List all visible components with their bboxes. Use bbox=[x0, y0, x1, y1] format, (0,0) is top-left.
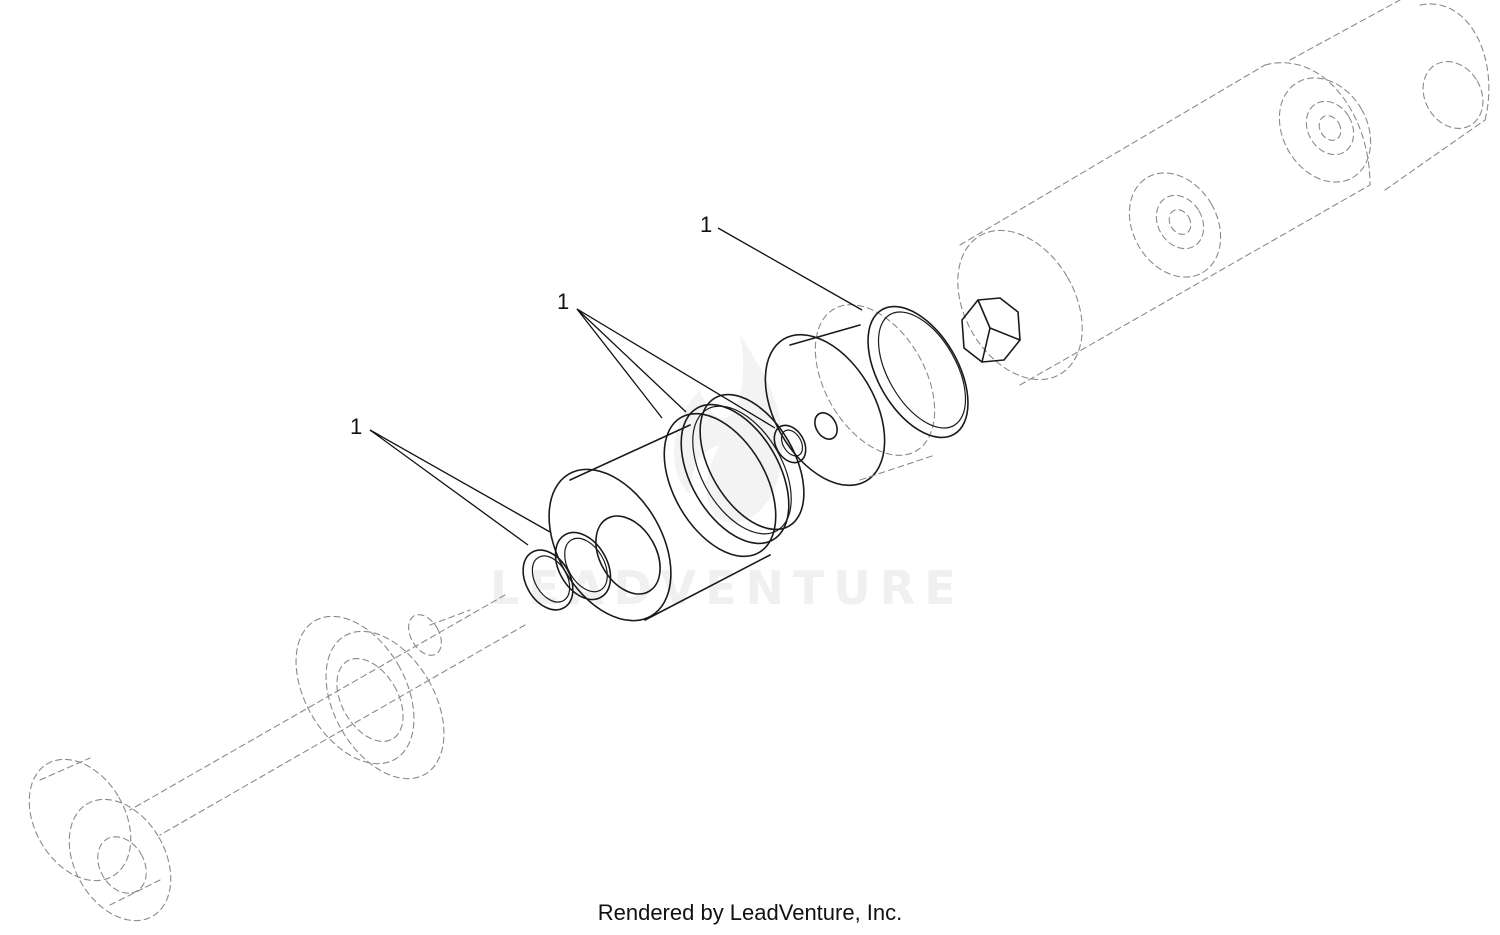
piston-front bbox=[764, 304, 969, 487]
callout-label: 1 bbox=[350, 414, 362, 439]
callout-group-top: 1 bbox=[700, 212, 863, 311]
hex-nut bbox=[961, 297, 1021, 363]
leader-line bbox=[369, 429, 551, 533]
leader-line bbox=[576, 308, 687, 413]
leader-line bbox=[717, 227, 863, 311]
leader-line bbox=[576, 308, 776, 429]
callout-label: 1 bbox=[700, 212, 712, 237]
leader-line bbox=[576, 308, 663, 419]
watermark: LEADVENTURE bbox=[490, 335, 965, 615]
watermark-flame-icon bbox=[673, 335, 783, 523]
cylinder-gland bbox=[522, 393, 805, 622]
piston-rod bbox=[129, 594, 526, 836]
rod-collar bbox=[295, 615, 445, 780]
watermark-text: LEADVENTURE bbox=[490, 561, 965, 615]
cylinder-barrel bbox=[957, 0, 1490, 386]
leader-line bbox=[369, 429, 529, 546]
callout-group-bottom: 1 bbox=[350, 414, 551, 546]
footer-credit: Rendered by LeadVenture, Inc. bbox=[597, 900, 903, 925]
rod-end-eye bbox=[28, 757, 172, 922]
callout-group-middle: 1 bbox=[557, 289, 776, 429]
callout-label: 1 bbox=[557, 289, 569, 314]
